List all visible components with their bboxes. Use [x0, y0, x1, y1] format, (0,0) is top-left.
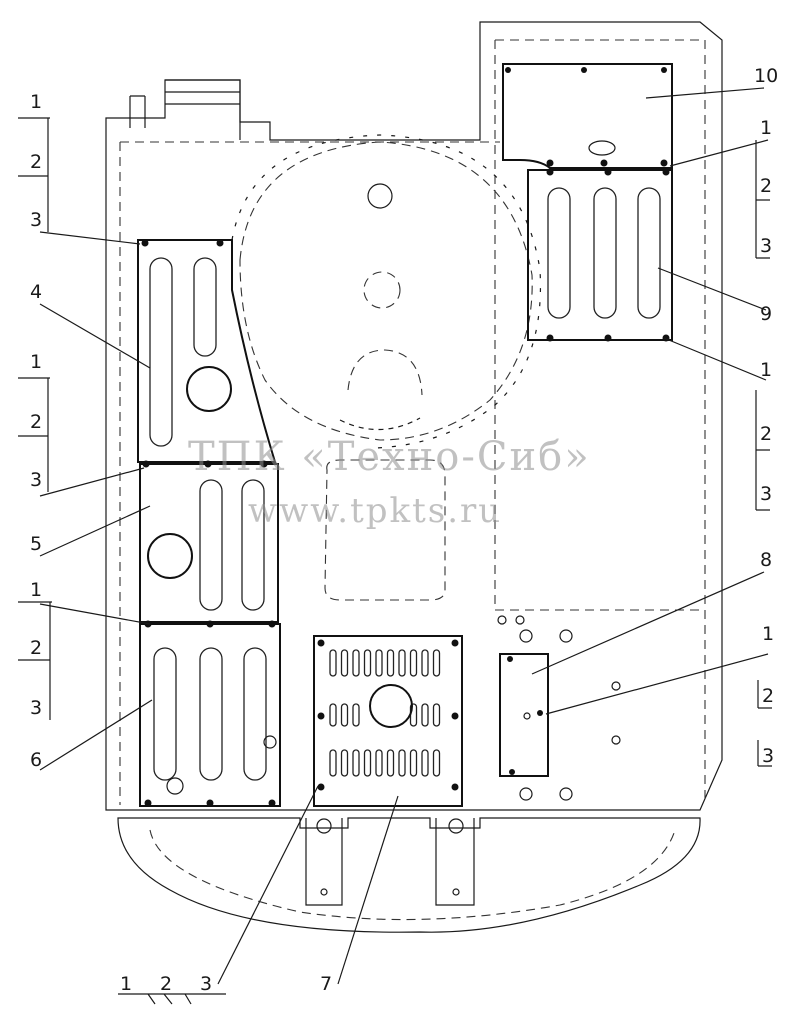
label-10: 10 — [754, 65, 778, 87]
grille-slot — [352, 749, 360, 777]
watermark: ТПК «Техно-Сиб» www.tpkts.ru — [188, 434, 591, 531]
label-1: 1 — [760, 359, 772, 381]
label-3: 3 — [762, 745, 774, 767]
grille-slot — [363, 749, 372, 777]
grille-slots — [329, 649, 441, 777]
grille-slot — [386, 649, 395, 677]
grille-slot — [329, 749, 337, 777]
grille-slot — [432, 703, 441, 727]
grille-slot — [386, 749, 395, 777]
grille-slot — [421, 749, 429, 777]
label-2: 2 — [30, 411, 42, 433]
grille-slot — [421, 649, 429, 677]
label-5: 5 — [30, 533, 42, 555]
label-3: 3 — [30, 697, 42, 719]
grille-slot — [340, 749, 349, 777]
label-1: 1 — [120, 973, 132, 995]
grille-slot — [352, 703, 360, 727]
grille-slot — [432, 649, 441, 677]
swing-ring — [231, 134, 542, 601]
label-9: 9 — [760, 303, 772, 325]
grille-slot — [375, 649, 383, 677]
label-3: 3 — [30, 209, 42, 231]
grille-slot — [340, 649, 349, 677]
front-platform — [117, 817, 701, 933]
label-3: 3 — [760, 483, 772, 505]
label-6: 6 — [30, 749, 42, 771]
panel-10 — [502, 63, 673, 169]
panel-6 — [139, 620, 281, 807]
grille-slot — [375, 749, 383, 777]
panel-5 — [139, 460, 279, 623]
grille-slot — [352, 649, 360, 677]
leader-lines — [18, 87, 772, 1005]
label-1: 1 — [30, 351, 42, 373]
grille-slot — [409, 649, 418, 677]
label-3: 3 — [200, 973, 212, 995]
label-2: 2 — [30, 637, 42, 659]
label-3: 3 — [760, 235, 772, 257]
label-2: 2 — [762, 685, 774, 707]
label-1: 1 — [762, 623, 774, 645]
panel-4 — [137, 239, 277, 463]
label-7: 7 — [320, 973, 332, 995]
label-3: 3 — [30, 469, 42, 491]
grille-slot — [398, 749, 406, 777]
label-1: 1 — [760, 117, 772, 139]
label-1: 1 — [30, 579, 42, 601]
panel-9 — [527, 168, 673, 342]
grille-slot — [432, 749, 441, 777]
label-4: 4 — [30, 281, 42, 303]
grille-slot — [329, 703, 337, 727]
watermark-url: www.tpkts.ru — [248, 491, 502, 531]
label-2: 2 — [760, 423, 772, 445]
callout-labels: 1 2 3 4 1 2 3 5 1 2 3 6 10 1 2 3 9 1 2 3… — [30, 65, 778, 995]
label-8: 8 — [760, 549, 772, 571]
panel-7 — [313, 635, 463, 807]
grille-slot — [340, 703, 349, 727]
grille-slot — [421, 703, 429, 727]
label-2: 2 — [160, 973, 172, 995]
panel-8 — [497, 615, 621, 801]
grille-slot — [398, 649, 406, 677]
label-2: 2 — [30, 151, 42, 173]
floor-outline — [105, 21, 723, 811]
watermark-company: ТПК «Техно-Сиб» — [188, 434, 591, 480]
label-1: 1 — [30, 91, 42, 113]
grille-slot — [409, 749, 418, 777]
grille-slot — [363, 649, 372, 677]
grille-slot — [329, 649, 337, 677]
label-2: 2 — [760, 175, 772, 197]
